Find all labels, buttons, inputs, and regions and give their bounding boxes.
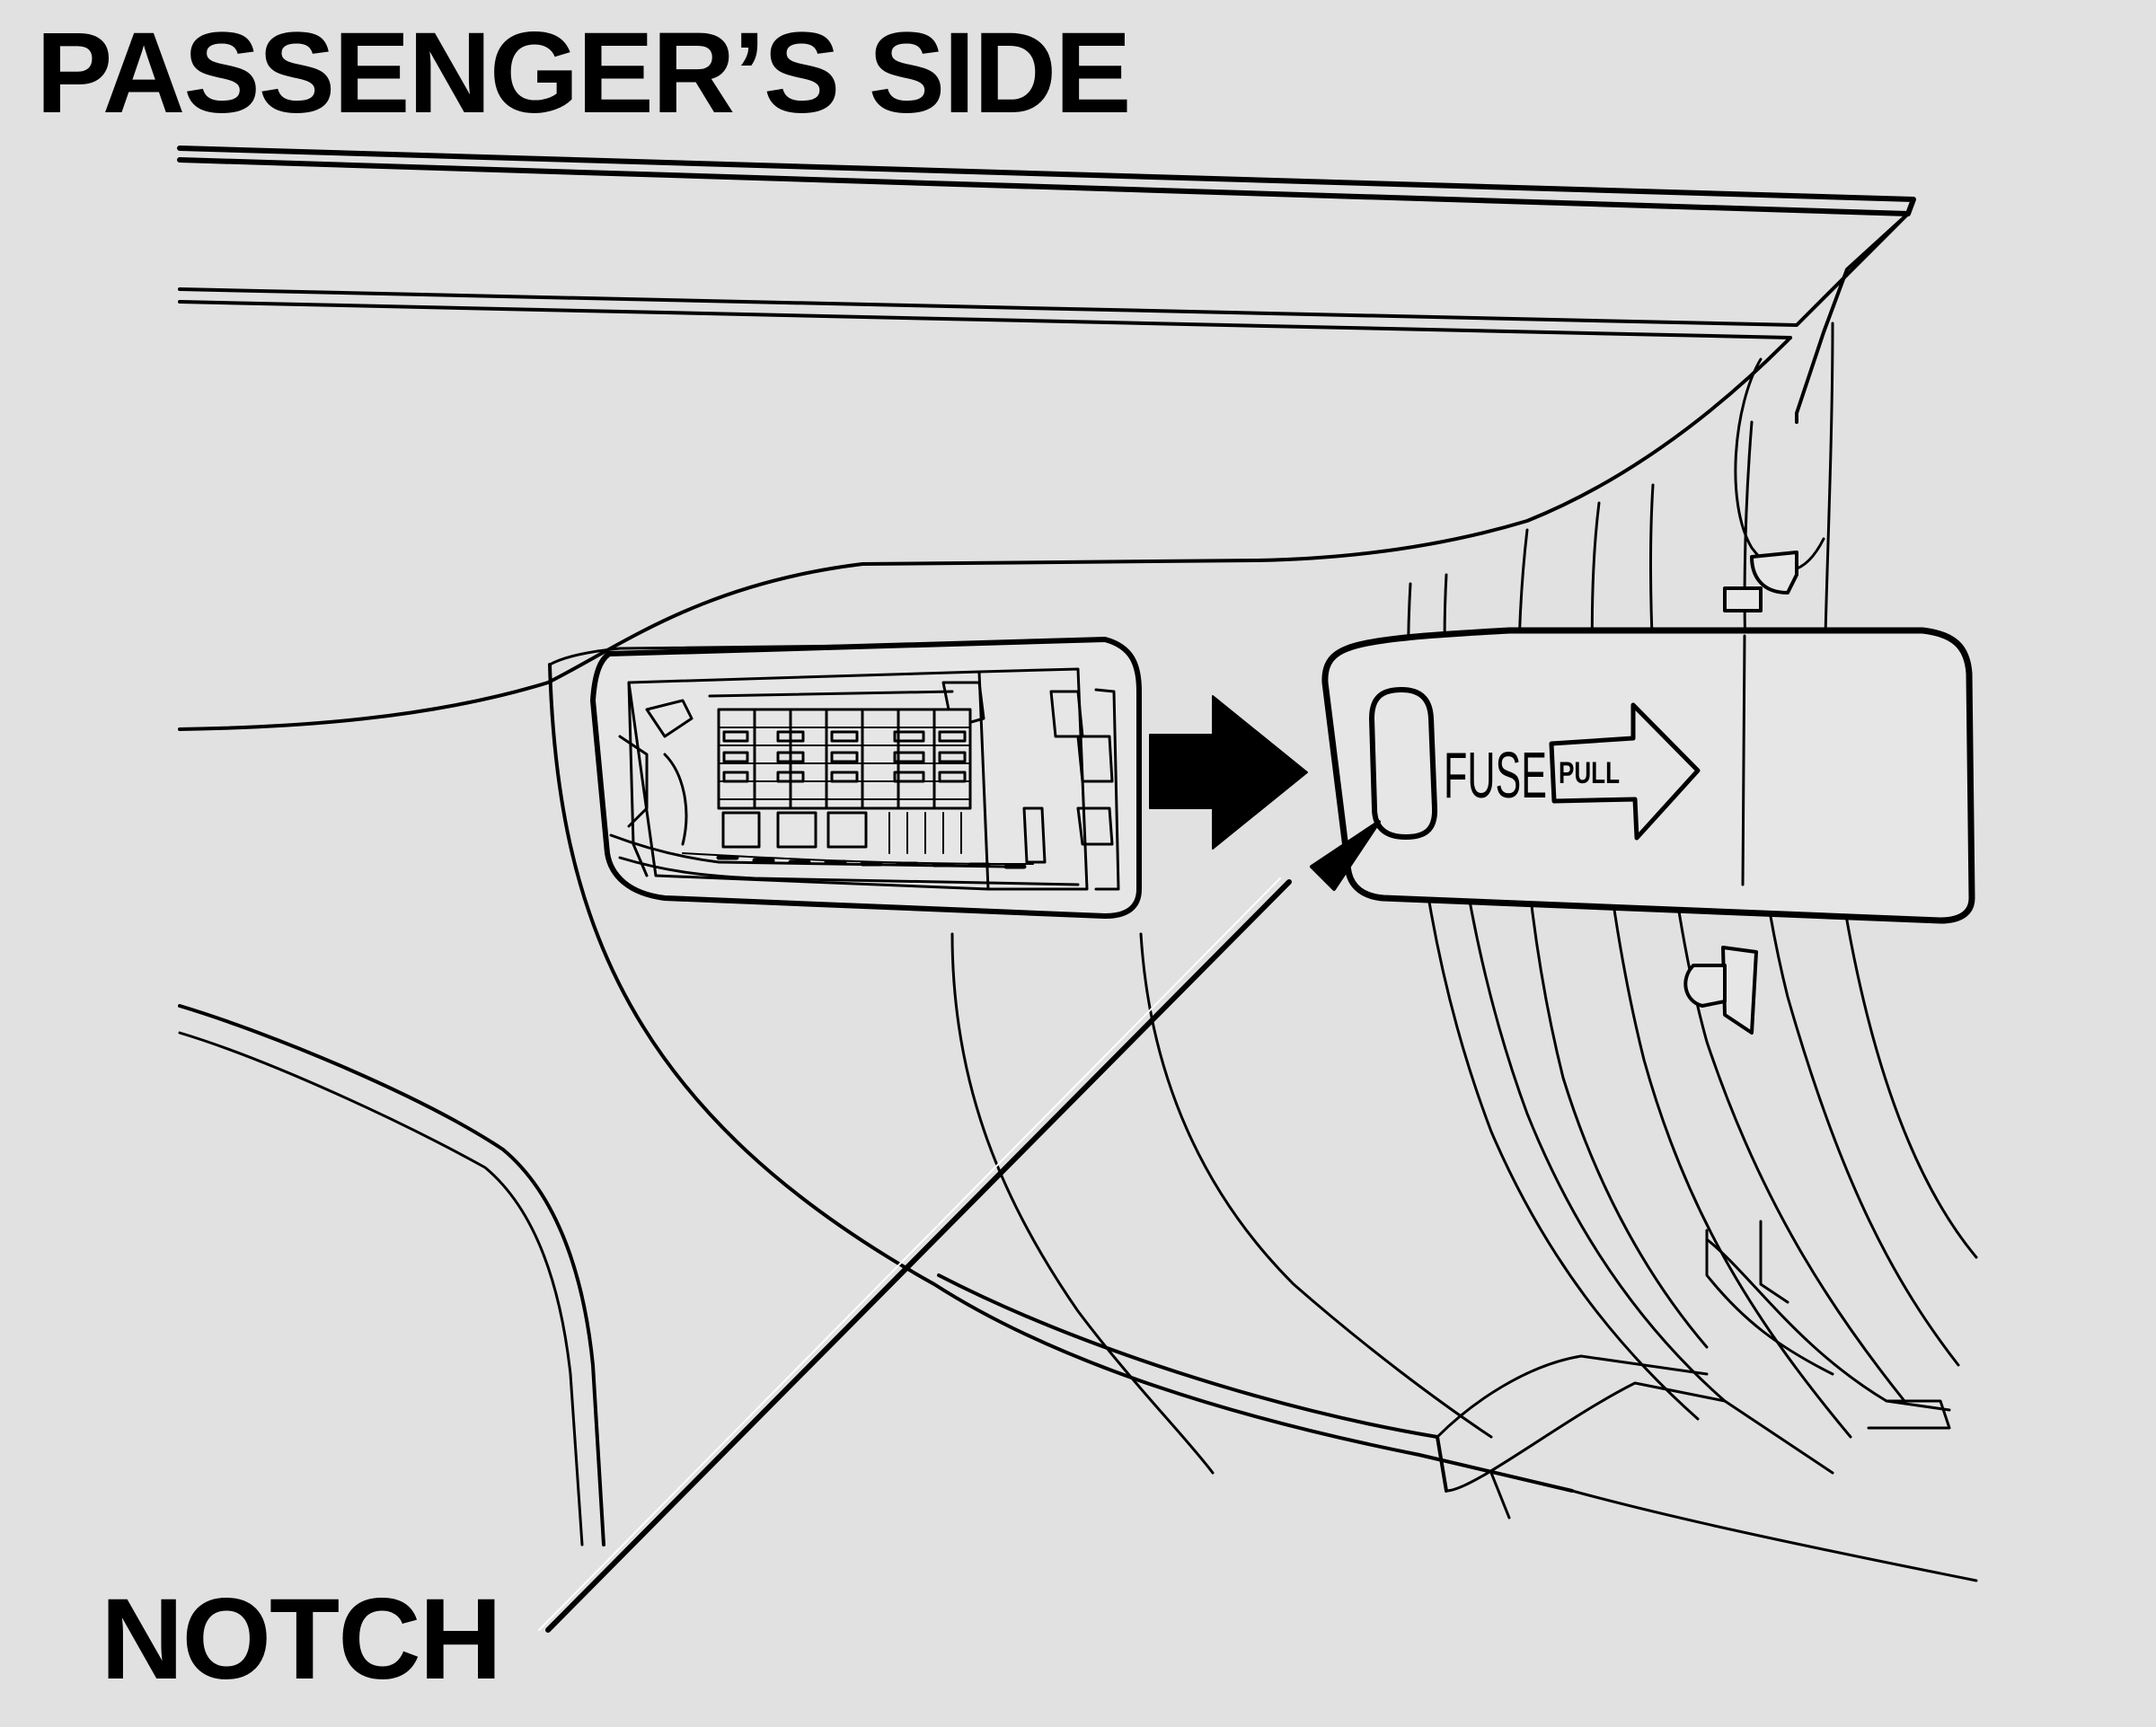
fuse-grid bbox=[716, 708, 1027, 869]
notch-callout-label: NOTCH bbox=[101, 1575, 502, 1704]
diagram-title: PASSENGER’S SIDE bbox=[36, 9, 1131, 137]
notch-leader bbox=[538, 820, 1381, 1633]
cover-pull-label: PULL bbox=[1559, 756, 1620, 790]
direction-arrow bbox=[1149, 695, 1308, 850]
fuse-box-cover: FUSE PULL bbox=[1321, 627, 1975, 924]
notch-icon bbox=[1369, 687, 1438, 840]
lower-panel bbox=[178, 663, 1978, 1582]
mounting-clips bbox=[1683, 551, 1798, 1035]
pull-arrow-icon bbox=[1549, 702, 1701, 841]
cover-fuse-label: FUSE bbox=[1444, 740, 1547, 812]
dashboard-edge bbox=[177, 145, 1916, 731]
